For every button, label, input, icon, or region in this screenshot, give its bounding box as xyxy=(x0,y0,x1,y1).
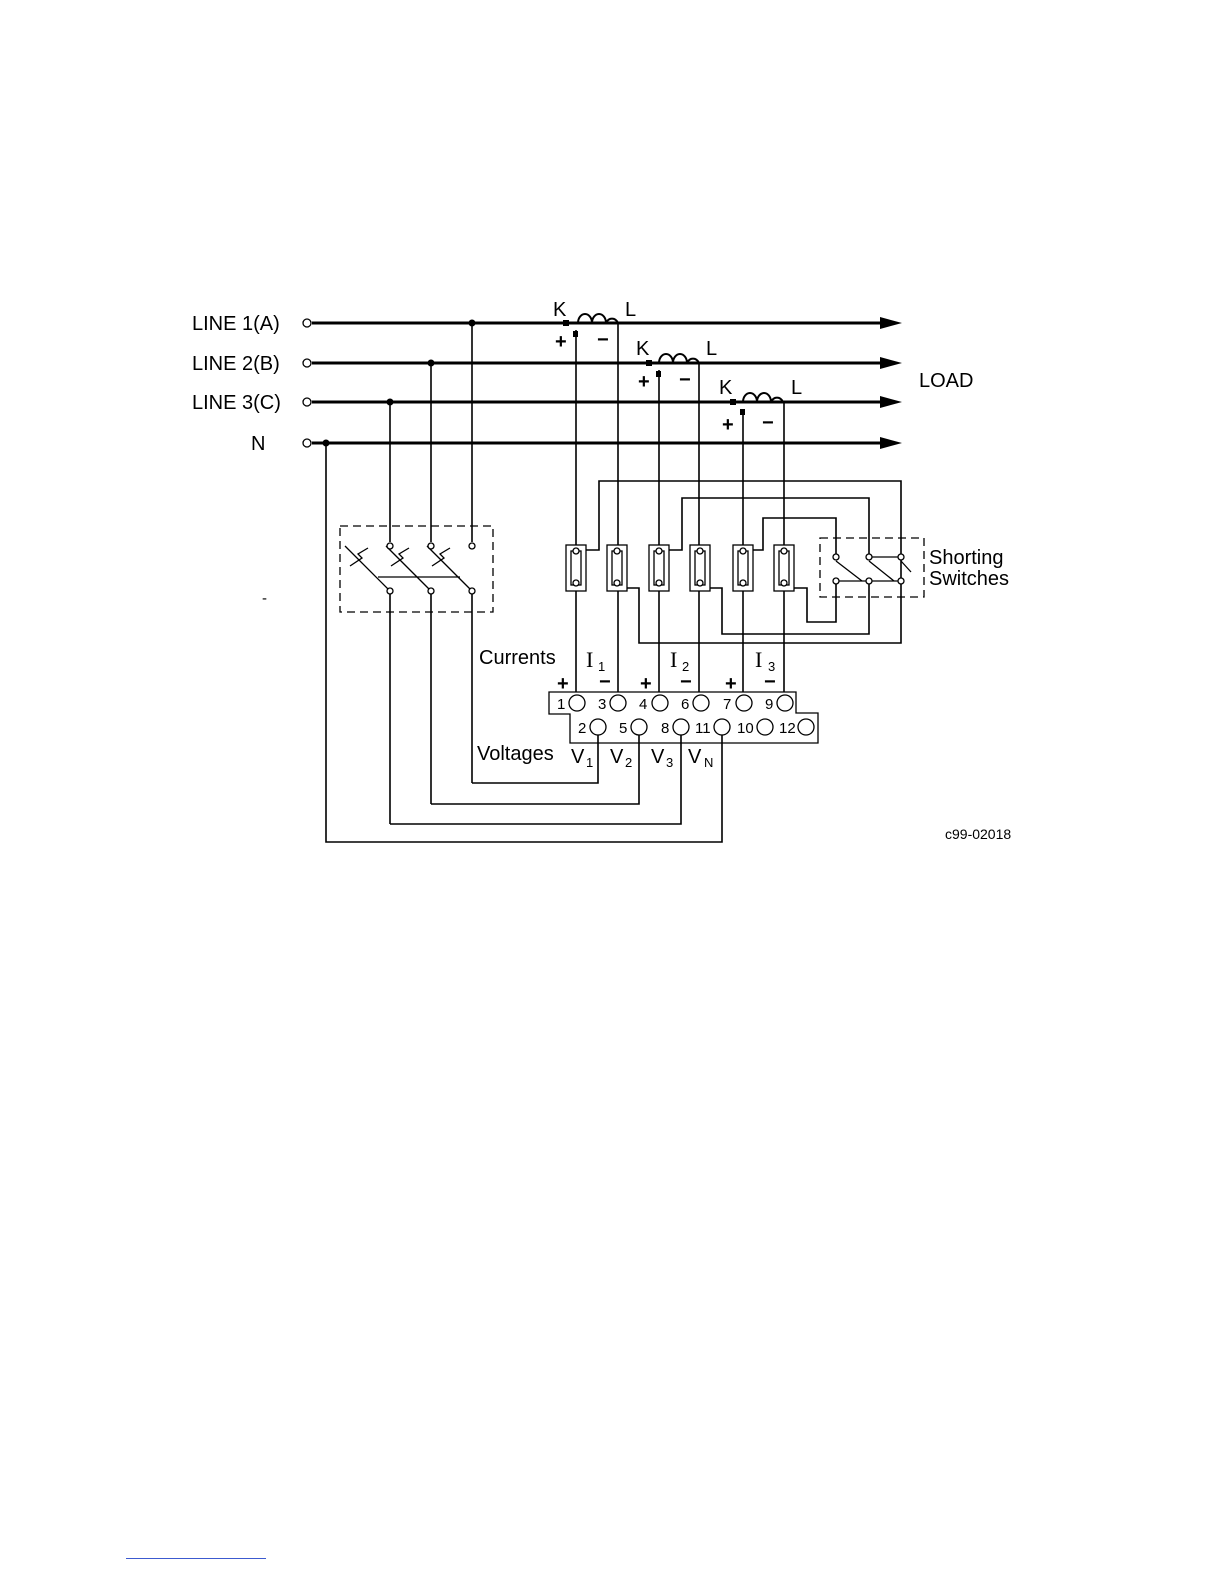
ct-1-minus: − xyxy=(597,329,609,351)
line-terminals xyxy=(303,319,311,447)
ct-2-k: K xyxy=(636,338,650,360)
ct-2-minus: − xyxy=(679,369,691,391)
neutral-terminal xyxy=(303,439,311,447)
currents-labels: Currents I 1 I 2 I 3 + − + − + − xyxy=(479,647,776,695)
arrow-line-2 xyxy=(880,357,902,369)
terminal-9 xyxy=(777,695,793,711)
ct-1-l: L xyxy=(625,299,636,321)
test-switch-2 xyxy=(607,545,627,591)
terminal-label-7: 7 xyxy=(723,696,731,713)
terminal-8 xyxy=(673,719,689,735)
line-2-terminal xyxy=(303,359,311,367)
terminal-7 xyxy=(736,695,752,711)
load-arrows xyxy=(880,317,902,449)
ct-2-mark-k xyxy=(646,360,652,366)
ct-3-plus: + xyxy=(722,414,734,436)
line-1-terminal xyxy=(303,319,311,327)
voltage-n-subscript: N xyxy=(704,755,713,770)
load-label: LOAD xyxy=(919,370,973,392)
figure-code: c99-02018 xyxy=(945,826,1011,842)
line-3-terminal xyxy=(303,398,311,406)
current-3-plus: + xyxy=(725,673,737,695)
stray-mark: - xyxy=(262,590,267,607)
arrow-neutral xyxy=(880,437,902,449)
terminal-label-3: 3 xyxy=(598,696,606,713)
terminal-label-1: 1 xyxy=(557,696,565,713)
terminal-5 xyxy=(631,719,647,735)
terminal-block: 1 3 4 6 7 9 2 5 8 11 10 12 xyxy=(549,692,818,743)
current-3-minus: − xyxy=(764,671,776,693)
terminal-label-8: 8 xyxy=(661,720,669,737)
voltage-2-subscript: 2 xyxy=(625,755,632,770)
test-switch-6 xyxy=(774,545,794,591)
current-2-symbol: I xyxy=(670,647,677,672)
test-block xyxy=(566,545,794,591)
terminal-10 xyxy=(757,719,773,735)
test-switch-1 xyxy=(566,545,586,591)
terminal-label-5: 5 xyxy=(619,720,627,737)
ct-1-k: K xyxy=(553,299,567,321)
current-1-symbol: I xyxy=(586,647,593,672)
voltage-1-symbol: V xyxy=(571,746,585,768)
ct-2-l: L xyxy=(706,338,717,360)
ct-3-l: L xyxy=(791,377,802,399)
voltage-3-subscript: 3 xyxy=(666,755,673,770)
terminal-11 xyxy=(714,719,730,735)
ct-3-k: K xyxy=(719,377,733,399)
terminal-1 xyxy=(569,695,585,711)
shorting-switches: Shorting Switches xyxy=(820,538,1009,597)
neutral-label: N xyxy=(251,433,265,455)
currents-label: Currents xyxy=(479,647,556,669)
terminal-label-11: 11 xyxy=(695,720,711,737)
line-3-label: LINE 3(C) xyxy=(192,392,281,414)
terminal-12 xyxy=(798,719,814,735)
shorting-label-line-2: Switches xyxy=(929,568,1009,590)
voltage-3-symbol: V xyxy=(651,746,665,768)
terminal-4 xyxy=(652,695,668,711)
ct-labels: K L + − K L + − K L + − xyxy=(553,299,802,436)
line-2-label: LINE 2(B) xyxy=(192,353,280,375)
fuse-box-outline xyxy=(340,526,493,612)
terminal-label-2: 2 xyxy=(578,720,586,737)
current-2-minus: − xyxy=(680,671,692,693)
ct-1-plus: + xyxy=(555,331,567,353)
test-switch-5 xyxy=(733,545,753,591)
line-labels: LINE 1(A) LINE 2(B) LINE 3(C) N xyxy=(192,313,281,455)
arrow-line-1 xyxy=(880,317,902,329)
terminal-3 xyxy=(610,695,626,711)
current-1-plus: + xyxy=(557,673,569,695)
junction-dots xyxy=(323,320,476,447)
ct-3-mark-k xyxy=(730,399,736,405)
test-switch-3 xyxy=(649,545,669,591)
footer-rule xyxy=(126,1558,266,1559)
ct-2-plus: + xyxy=(638,371,650,393)
voltage-1-subscript: 1 xyxy=(586,755,593,770)
terminal-label-10: 10 xyxy=(737,720,754,737)
terminal-label-6: 6 xyxy=(681,696,689,713)
ct-3-minus: − xyxy=(762,412,774,434)
terminal-2 xyxy=(590,719,606,735)
current-3-symbol: I xyxy=(755,647,762,672)
terminal-label-12: 12 xyxy=(779,720,796,737)
line-1-label: LINE 1(A) xyxy=(192,313,280,335)
voltages-labels: Voltages V 1 V 2 V 3 V N xyxy=(477,743,713,770)
voltage-fuse-box xyxy=(340,323,493,824)
voltage-n-symbol: V xyxy=(688,746,702,768)
test-switch-4 xyxy=(690,545,710,591)
terminal-6 xyxy=(693,695,709,711)
voltages-label: Voltages xyxy=(477,743,554,765)
arrow-line-3 xyxy=(880,396,902,408)
current-2-plus: + xyxy=(640,673,652,695)
voltage-2-symbol: V xyxy=(610,746,624,768)
terminal-label-4: 4 xyxy=(639,696,647,713)
terminal-label-9: 9 xyxy=(765,696,773,713)
shorting-label-line-1: Shorting xyxy=(929,547,1004,569)
current-1-minus: − xyxy=(599,671,611,693)
